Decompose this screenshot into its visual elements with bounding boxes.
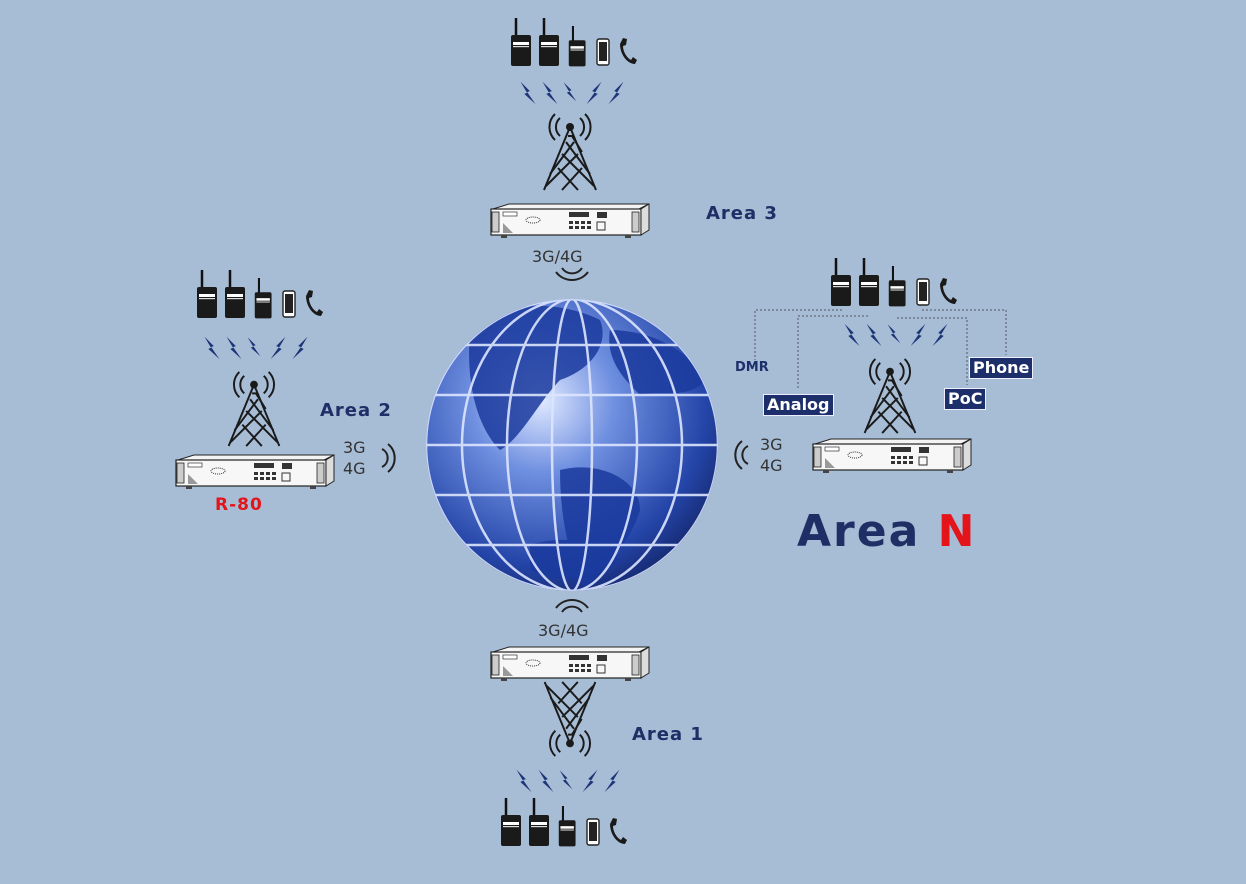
areaN-terminals — [831, 258, 957, 306]
areaN-link-4g: 4G — [760, 456, 783, 475]
areaN-rack-repeater-icon — [812, 438, 972, 474]
area1-lightning-icons — [517, 770, 620, 792]
area1-tower-icon — [543, 680, 597, 758]
area2-terminals — [197, 270, 323, 318]
areaN-dotted-connectors — [754, 309, 1007, 390]
areaN-label: Area N — [797, 506, 976, 557]
areaN-link-3g: 3G — [760, 435, 783, 454]
area3-cluster — [490, 18, 650, 281]
areaN-label-suffix: N — [937, 506, 977, 557]
area2-signal-arc-icon — [381, 443, 396, 473]
area3-label: Area 3 — [706, 203, 778, 224]
area1-signal-arc-icon — [555, 599, 589, 613]
globe-icon — [426, 299, 718, 591]
poc-tag: PoC — [944, 388, 987, 410]
area3-tower-icon — [543, 113, 597, 191]
area2-lightning-icons — [205, 337, 308, 359]
area3-signal-arc-icon — [555, 267, 589, 281]
area3-rack-repeater-icon — [490, 203, 650, 239]
dmr-label: DMR — [735, 360, 769, 375]
areaN-tower-icon — [863, 357, 917, 435]
areaN-label-prefix: Area — [797, 506, 921, 557]
area2-cluster — [175, 270, 396, 490]
device-model-label: R-80 — [215, 495, 263, 515]
areaN-link-label: 3G 4G — [760, 434, 783, 476]
area1-rack-repeater-icon — [490, 646, 650, 682]
area2-link-3g: 3G — [343, 438, 366, 457]
area2-link-4g: 4G — [343, 459, 366, 478]
areaN-cluster — [734, 258, 1007, 474]
area3-terminals — [511, 18, 637, 66]
area2-rack-repeater-icon — [175, 454, 335, 490]
area1-label: Area 1 — [632, 724, 704, 745]
analog-tag: Analog — [763, 394, 834, 416]
area3-lightning-icons — [521, 82, 624, 104]
area2-tower-icon — [227, 370, 281, 448]
phone-tag: Phone — [969, 357, 1034, 379]
areaN-lightning-icons — [845, 324, 948, 346]
area3-link-label: 3G/4G — [532, 247, 583, 266]
areaN-signal-arc-icon — [734, 440, 749, 470]
area2-label: Area 2 — [320, 400, 392, 421]
area1-terminals — [501, 798, 627, 846]
area2-link-label: 3G 4G — [343, 437, 366, 479]
area1-link-label: 3G/4G — [538, 621, 589, 640]
area1-cluster — [490, 599, 650, 846]
